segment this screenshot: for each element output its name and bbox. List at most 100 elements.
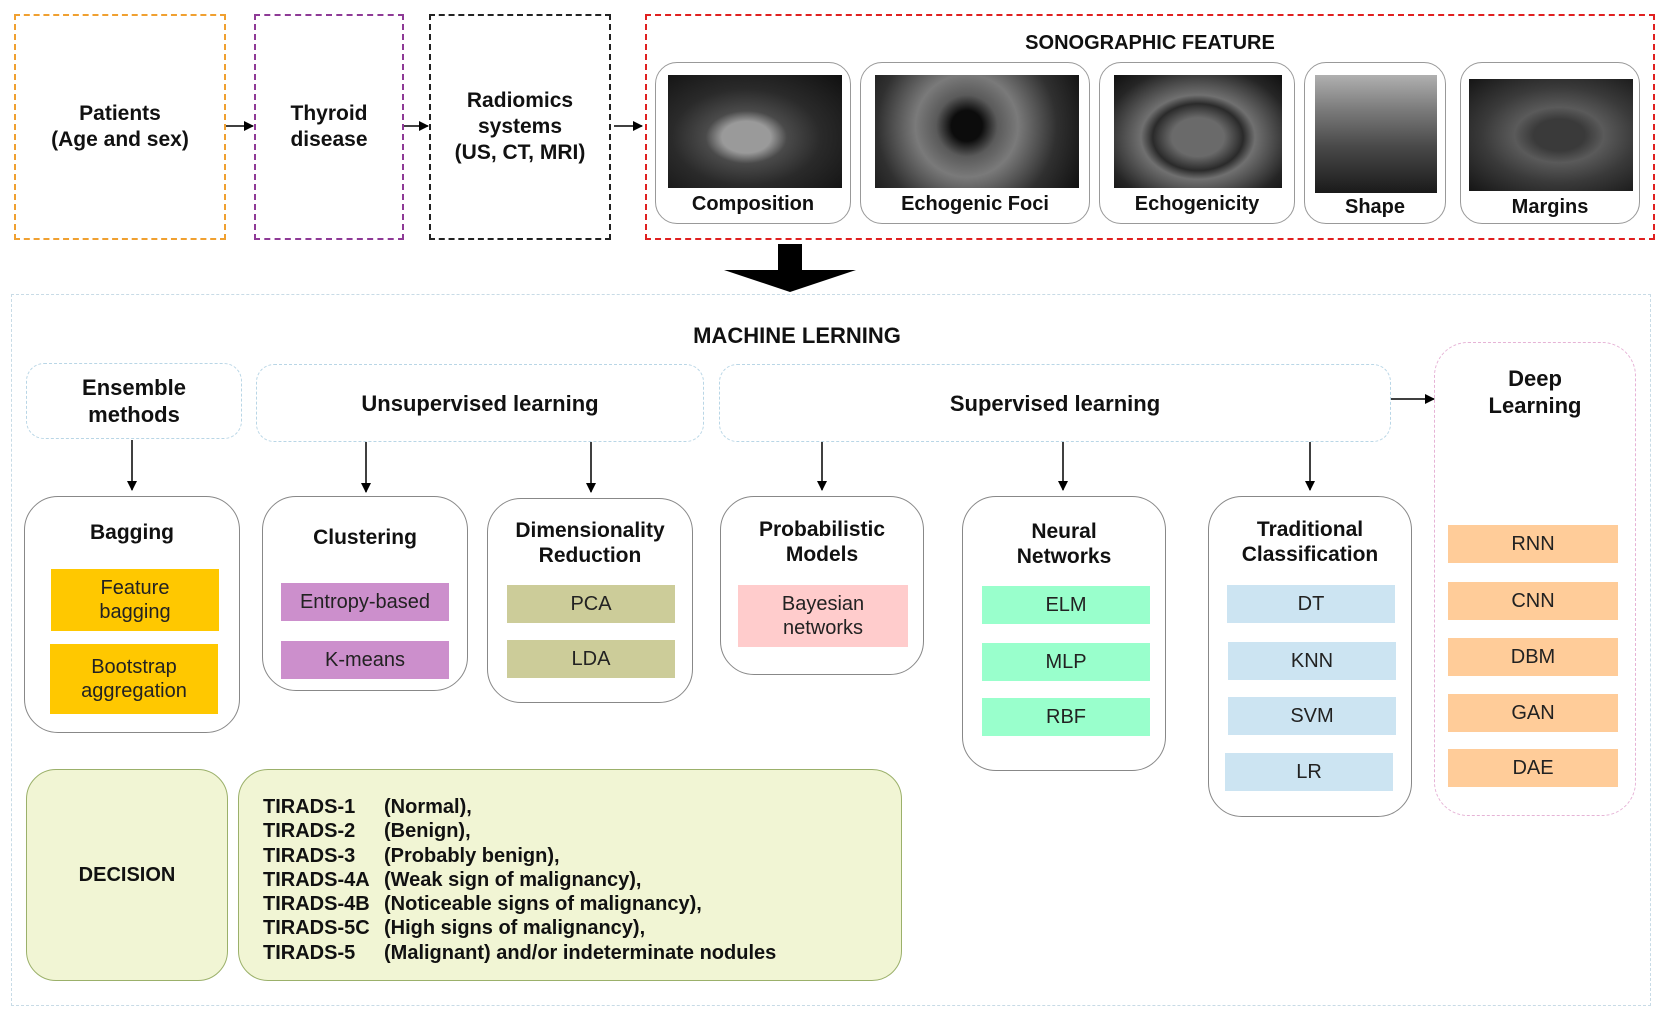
tirads-row-1: TIRADS-1 (Normal), <box>263 795 901 819</box>
neural-line1: Neural <box>1031 520 1097 543</box>
chip-lda: LDA <box>507 640 675 678</box>
dimred-line2: Reduction <box>538 544 642 567</box>
sono-card-margins: Margins <box>1460 62 1640 224</box>
decision-label: DECISION <box>78 863 176 886</box>
ensemble-line1: Ensemble <box>82 375 186 400</box>
ultrasound-image-composition <box>668 75 842 188</box>
chip-gan: GAN <box>1448 694 1618 732</box>
tirads-desc: (Normal), <box>384 796 472 818</box>
sono-label-echogenic-foci: Echogenic Foci <box>901 193 1049 215</box>
panel-dimensionality-reduction: Dimensionality Reduction PCA LDA <box>487 498 693 703</box>
supervised-label: Supervised learning <box>949 390 1161 416</box>
deep-line2: Learning <box>1488 393 1582 418</box>
tirads-code: TIRADS-4B <box>263 893 370 916</box>
patients-line2: (Age and sex) <box>51 128 189 151</box>
sono-card-echogenic-foci: Echogenic Foci <box>860 62 1090 224</box>
chip-bootstrap-aggregation: Bootstrap aggregation <box>50 644 218 714</box>
chip-bayesian-networks: Bayesian networks <box>738 585 908 647</box>
tirads-row-3: TIRADS-3 (Probably benign), <box>263 844 901 868</box>
clustering-title: Clustering <box>313 526 417 549</box>
probabilistic-line2: Models <box>785 543 859 566</box>
panel-neural-networks: Neural Networks ELM MLP RBF <box>962 496 1166 771</box>
deep-learning-title: Deep Learning <box>1434 365 1636 419</box>
ultrasound-image-margins <box>1469 79 1633 191</box>
disease-line2: disease <box>290 128 368 151</box>
panel-bagging: Bagging Feature bagging Bootstrap aggreg… <box>24 496 240 733</box>
tirads-row-4a: TIRADS-4A (Weak sign of malignancy), <box>263 868 901 892</box>
big-down-arrow <box>724 244 856 292</box>
chip-elm: ELM <box>982 586 1150 624</box>
ultrasound-image-echogenic-foci <box>875 75 1079 188</box>
chip-cnn: CNN <box>1448 582 1618 620</box>
chip-dt: DT <box>1227 585 1395 623</box>
chip-svm: SVM <box>1228 697 1396 735</box>
tirads-desc: (Weak sign of malignancy), <box>384 868 642 891</box>
tirads-desc: (Noticeable signs of malignancy), <box>384 893 702 916</box>
tirads-row-2: TIRADS-2(Benign), <box>263 819 901 843</box>
tirads-code: TIRADS-5C <box>263 917 370 940</box>
patients-line1: Patients <box>79 102 161 125</box>
bayesian-line1: Bayesian <box>781 593 865 615</box>
bootstrap-line2: aggregation <box>81 680 187 702</box>
tirads-row-5: TIRADS-5(Malignant) and/or indeterminate… <box>263 941 901 965</box>
ml-title: MACHINE LERNING <box>693 323 901 348</box>
tirads-desc: (Benign), <box>384 820 471 843</box>
radiomics-line2: systems <box>477 115 563 138</box>
chip-dae: DAE <box>1448 749 1618 787</box>
patients-box: Patients (Age and sex) <box>14 14 226 240</box>
tirads-code: TIRADS-5 <box>263 941 356 964</box>
tirads-desc: (High signs of malignancy), <box>384 917 646 940</box>
chip-pca: PCA <box>507 585 675 623</box>
category-supervised-learning: Supervised learning <box>719 364 1391 442</box>
tirads-list: TIRADS-1 (Normal), TIRADS-2(Benign), TIRA… <box>263 795 901 965</box>
dimred-line1: Dimensionality <box>515 519 665 542</box>
sono-card-composition: Composition <box>655 62 851 224</box>
chip-entropy-based: Entropy-based <box>281 583 449 621</box>
bayesian-line2: networks <box>782 617 864 639</box>
radiomics-line3: (US, CT, MRI) <box>454 141 586 164</box>
ensemble-line2: methods <box>88 402 180 427</box>
chip-feature-bagging: Feature bagging <box>51 569 219 631</box>
chip-dbm: DBM <box>1448 638 1618 676</box>
category-unsupervised-learning: Unsupervised learning <box>256 364 704 442</box>
disease-line1: Thyroid <box>290 102 368 125</box>
chip-lr: LR <box>1225 753 1393 791</box>
radiomics-line1: Radiomics <box>466 89 574 112</box>
tirads-box: TIRADS-1 (Normal), TIRADS-2(Benign), TIRA… <box>238 769 902 981</box>
feature-bagging-line1: Feature <box>100 577 170 599</box>
sonographic-title: SONOGRAPHIC FEATURE <box>1025 32 1275 54</box>
panel-traditional-classification: Traditional Classification DT KNN SVM LR <box>1208 496 1412 817</box>
chip-k-means: K-means <box>281 641 449 679</box>
tirads-desc: (Probably benign), <box>384 844 560 867</box>
traditional-line1: Traditional <box>1256 518 1364 541</box>
tirads-code: TIRADS-4A <box>263 868 370 891</box>
ultrasound-image-shape <box>1315 75 1437 193</box>
sono-card-echogenicity: Echogenicity <box>1099 62 1295 224</box>
tirads-code: TIRADS-3 <box>263 844 356 867</box>
decision-box: DECISION <box>26 769 228 981</box>
dimred-title: Dimensionality Reduction <box>488 518 692 568</box>
chip-rnn: RNN <box>1448 525 1618 563</box>
tirads-row-4b: TIRADS-4B (Noticeable signs of malignancy… <box>263 892 901 916</box>
probabilistic-title: Probabilistic Models <box>721 517 923 567</box>
neural-title: Neural Networks <box>963 519 1165 569</box>
bootstrap-line1: Bootstrap <box>91 656 177 678</box>
sono-label-margins: Margins <box>1511 196 1589 218</box>
deep-learning-container <box>1434 342 1636 816</box>
traditional-line2: Classification <box>1241 543 1379 566</box>
tirads-code: TIRADS-1 <box>263 796 356 818</box>
probabilistic-line1: Probabilistic <box>758 518 886 541</box>
sono-label-composition: Composition <box>691 193 815 215</box>
sono-label-echogenicity: Echogenicity <box>1134 193 1260 215</box>
ultrasound-image-echogenicity <box>1114 75 1282 188</box>
sono-label-shape: Shape <box>1344 196 1406 218</box>
deep-line1: Deep <box>1508 366 1562 391</box>
chip-knn: KNN <box>1228 642 1396 680</box>
bagging-title: Bagging <box>90 521 174 544</box>
chip-mlp: MLP <box>982 643 1150 681</box>
traditional-title: Traditional Classification <box>1209 517 1411 567</box>
panel-clustering: Clustering Entropy-based K-means <box>262 496 468 691</box>
unsupervised-label: Unsupervised learning <box>361 390 599 416</box>
sono-card-shape: Shape <box>1304 62 1446 224</box>
